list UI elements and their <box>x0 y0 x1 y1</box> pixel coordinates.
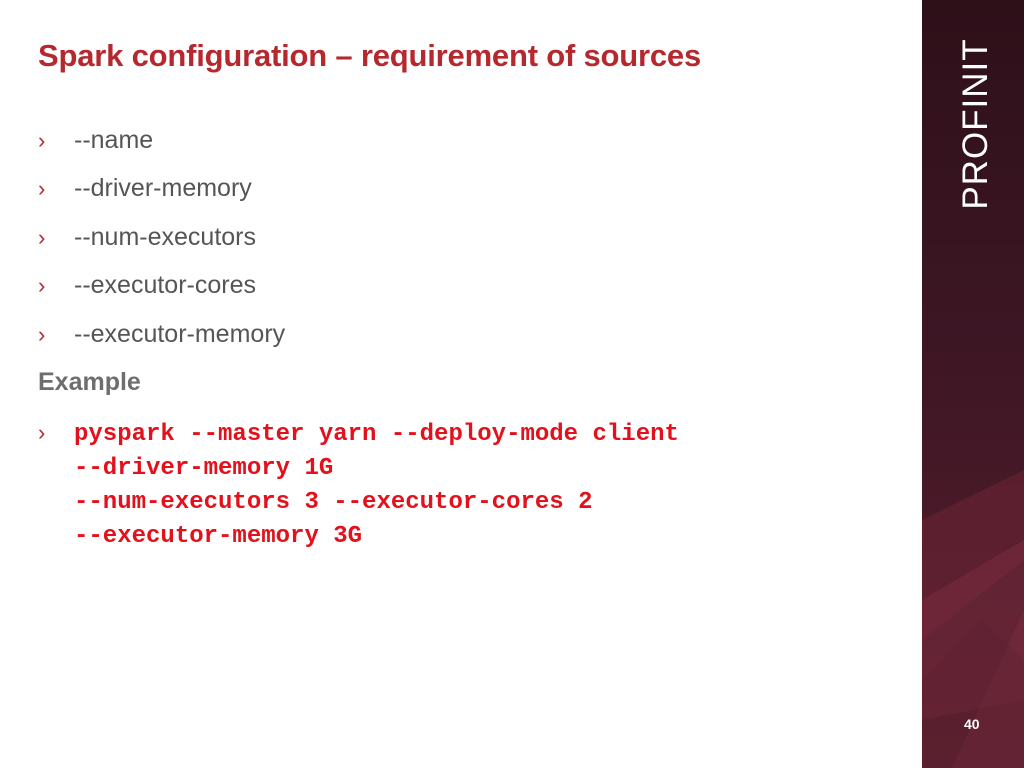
bullet-text: --executor-memory <box>74 319 286 348</box>
example-heading: Example <box>38 368 141 396</box>
chevron-bullet-icon: › <box>38 128 46 153</box>
bullet-text: --executor-cores <box>74 271 256 300</box>
bullet-text: --driver-memory <box>74 174 252 203</box>
chevron-bullet-icon: › <box>38 224 46 250</box>
page-number: 40 <box>964 716 980 732</box>
brand-logo-text: PROFINIT <box>956 38 995 210</box>
chevron-bullet-icon: › <box>38 176 46 202</box>
sidebar-decoration <box>922 0 1024 768</box>
brand-sidebar <box>922 0 1024 768</box>
slide-title: Spark configuration – requirement of sou… <box>38 38 702 73</box>
bullet-text: --num-executors <box>74 222 256 251</box>
chevron-bullet-icon: › <box>38 420 46 445</box>
example-command: pyspark --master yarn --deploy-mode clie… <box>74 421 679 550</box>
chevron-bullet-icon: › <box>38 321 46 347</box>
chevron-bullet-icon: › <box>38 273 46 299</box>
bullet-text: --name <box>74 126 154 154</box>
